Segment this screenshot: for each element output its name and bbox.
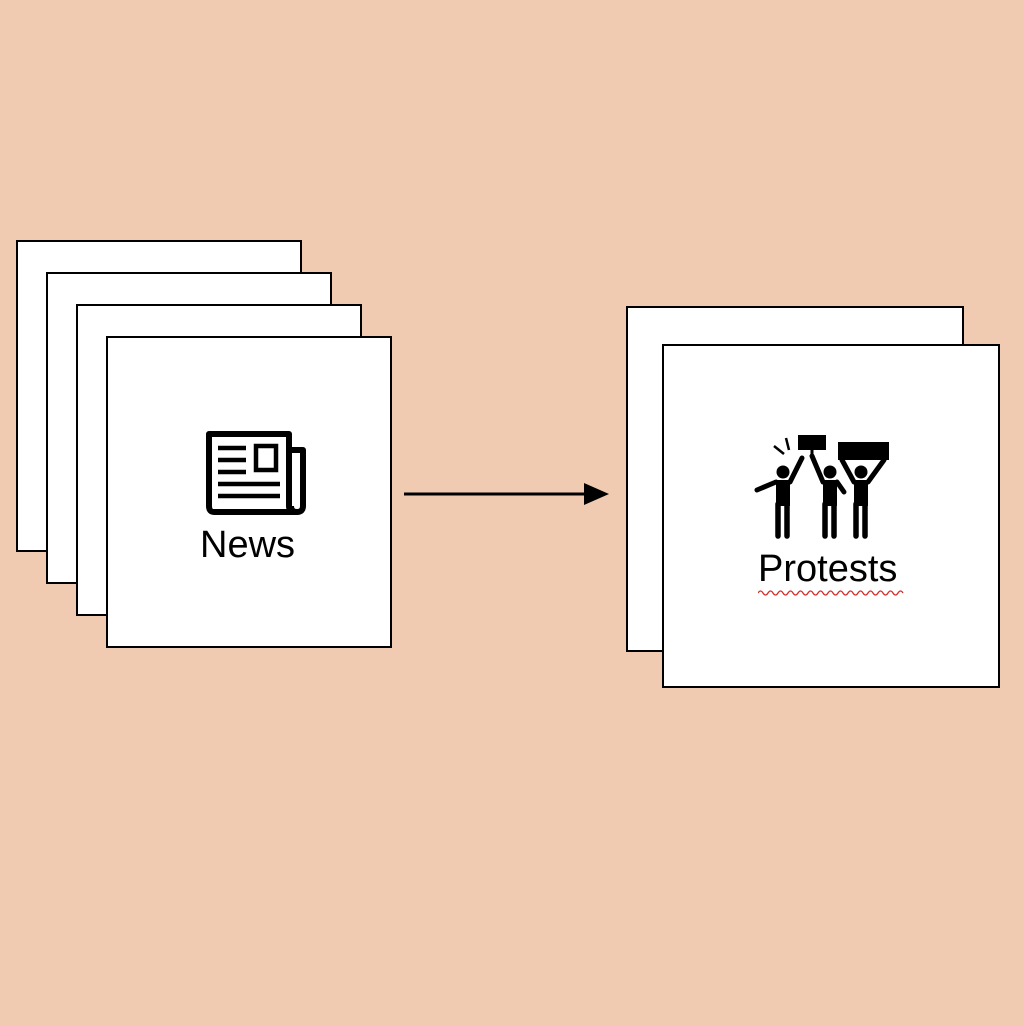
spellcheck-underline [757, 584, 904, 596]
protest-card-front [662, 344, 1000, 688]
protests-label: Protests [758, 548, 898, 590]
news-card-front [106, 336, 392, 648]
newspaper-icon [200, 428, 312, 520]
news-label: News [200, 524, 296, 566]
right-arrow [402, 480, 612, 508]
protesters-icon [752, 432, 892, 542]
